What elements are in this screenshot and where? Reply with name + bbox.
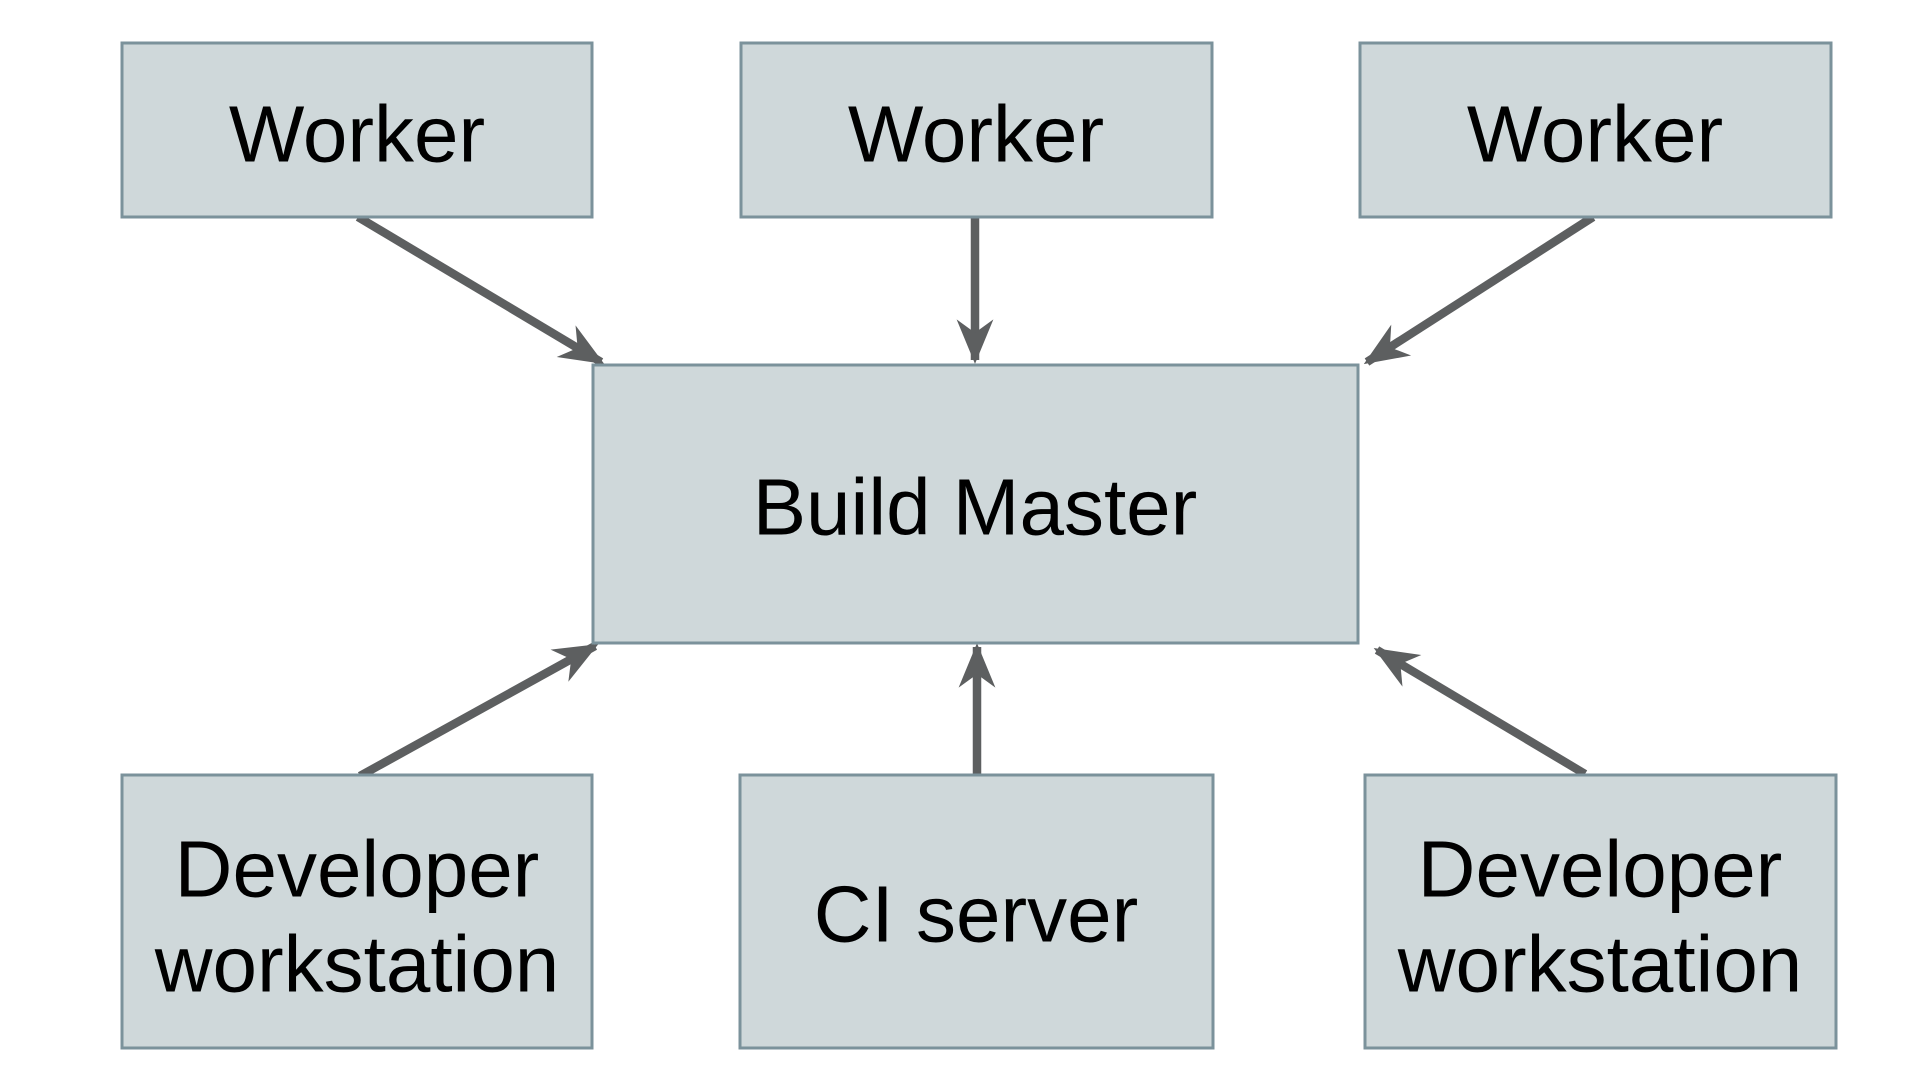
edge-developer-workstation-right-to-build-master — [1373, 646, 1588, 778]
worker-3-box — [1358, 41, 1833, 219]
developer-workstation-right-box — [1363, 773, 1838, 1050]
ci-server-node: CI server — [738, 773, 1215, 1050]
developer-workstation-right-label-line2: workstation — [1397, 920, 1803, 1009]
worker-2-box — [739, 41, 1214, 219]
worker-2-node: Worker — [739, 41, 1214, 219]
edge-developer-workstation-left-to-build-master — [357, 642, 599, 780]
worker-2-label: Worker — [848, 90, 1104, 179]
build-master-box — [591, 363, 1360, 645]
build-master-label: Build Master — [753, 463, 1198, 552]
developer-workstation-right-label-line1: Developer — [1418, 825, 1783, 914]
edge-worker-1-to-build-master — [355, 213, 605, 366]
worker-1-box — [120, 41, 594, 219]
developer-workstation-right-node: Developer workstation — [1363, 773, 1838, 1050]
worker-3-node: Worker — [1358, 41, 1833, 219]
ci-server-label: CI server — [814, 870, 1139, 959]
developer-workstation-left-box — [120, 773, 594, 1050]
worker-1-node: Worker — [120, 41, 594, 219]
developer-workstation-left-label-line2: workstation — [154, 920, 560, 1009]
ci-server-box — [738, 773, 1215, 1050]
developer-workstation-left-label-line1: Developer — [175, 825, 540, 914]
build-master-node: Build Master — [591, 363, 1360, 645]
developer-workstation-left-node: Developer workstation — [120, 773, 594, 1050]
worker-3-label: Worker — [1467, 90, 1723, 179]
worker-1-label: Worker — [229, 90, 485, 179]
edge-worker-3-to-build-master — [1363, 213, 1596, 366]
